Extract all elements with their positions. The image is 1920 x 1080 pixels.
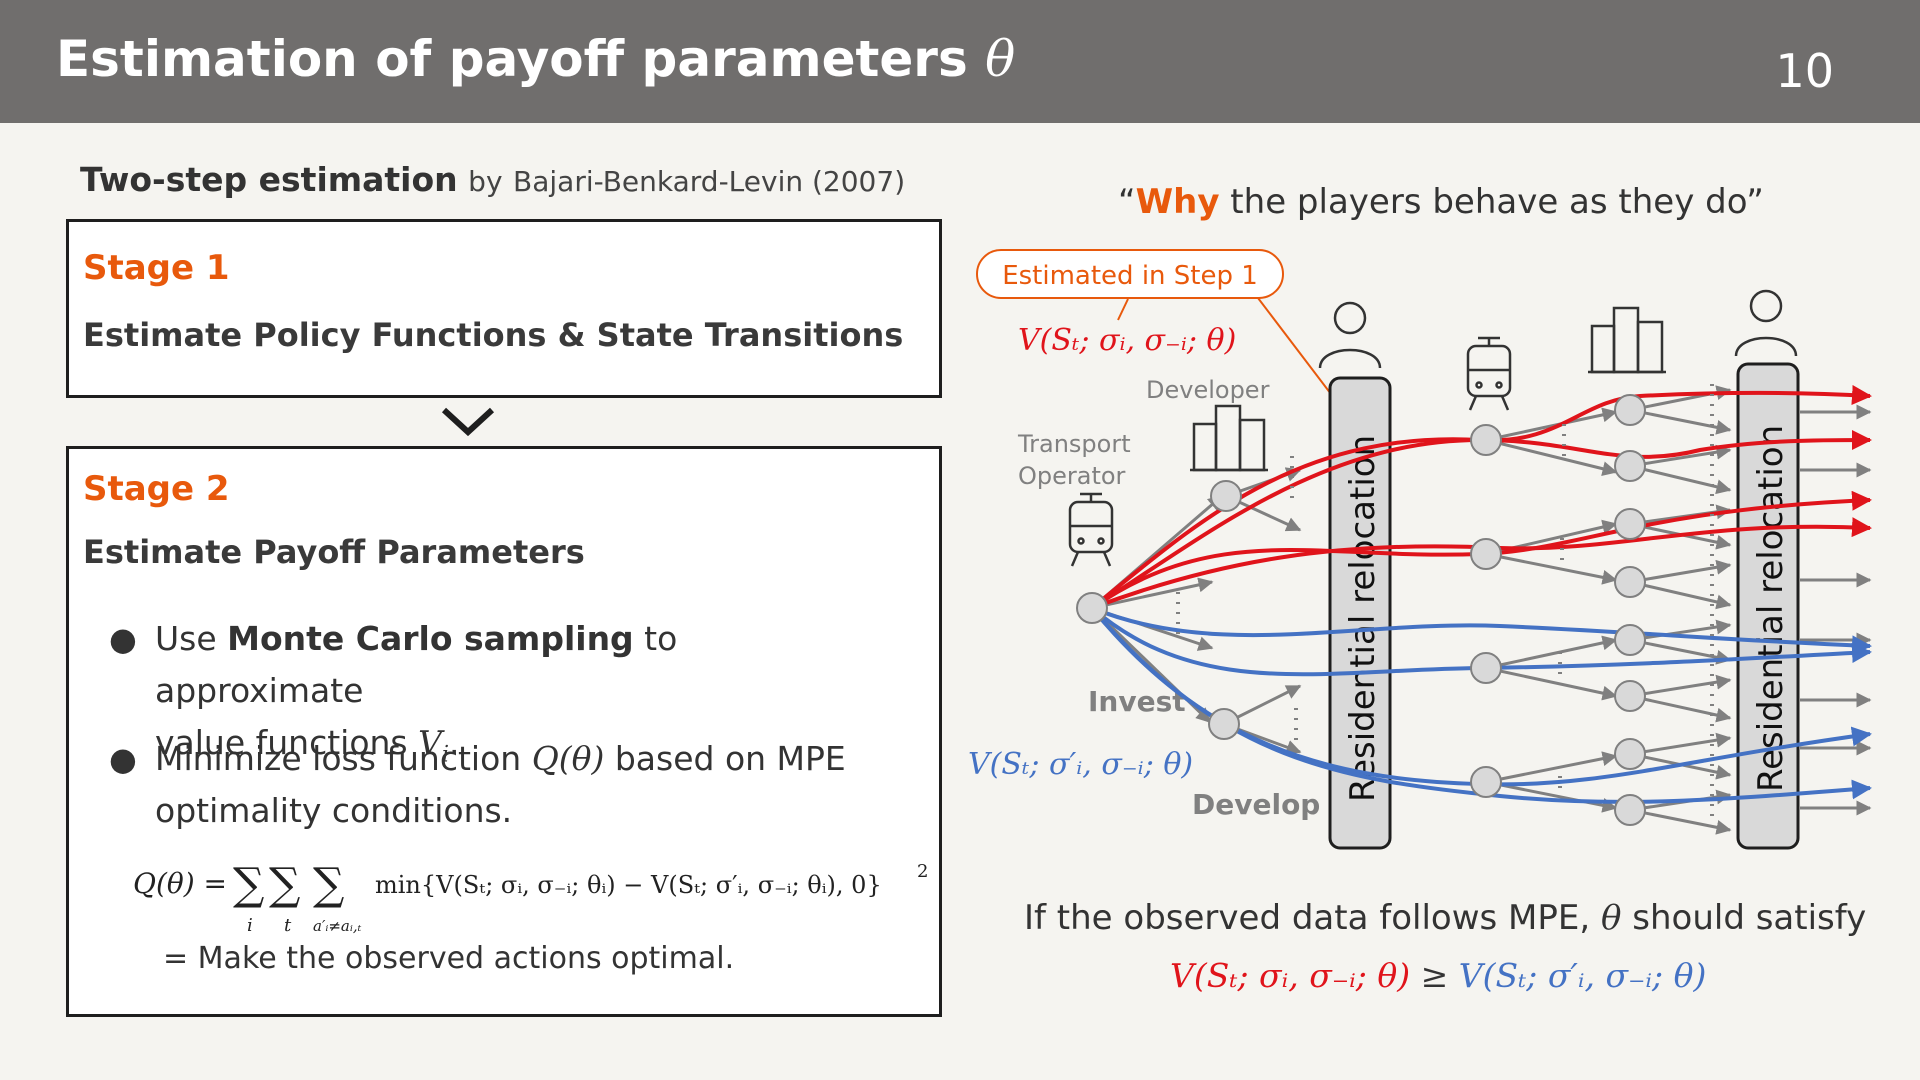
callout-pointer <box>1257 297 1335 399</box>
conclusion-line: If the observed data follows MPE, θ shou… <box>1024 898 1867 938</box>
transport-label: Transport <box>1017 430 1131 458</box>
svg-text:∑: ∑ <box>313 859 344 910</box>
relocation-bar-1 <box>1328 376 1392 850</box>
developer-label: Developer <box>1146 376 1270 404</box>
callout-bubble <box>976 249 1284 299</box>
bullet-dot: ● <box>109 740 137 778</box>
svg-text:i: i <box>247 915 253 936</box>
page-number: 10 <box>1775 44 1834 98</box>
game-tree-diagram: Estimated in Step 1 V(Sₜ; σᵢ, σ₋ᵢ; θ) V(… <box>968 249 1872 850</box>
svg-text:∑: ∑ <box>233 859 264 910</box>
dotted-ellipsis <box>1176 384 1714 820</box>
stage2-box: Stage 2 Estimate Payoff Parameters ● Use… <box>66 446 942 1017</box>
stage1-description: Estimate Policy Functions & State Transi… <box>83 316 904 354</box>
intro-line: Two-step estimation by Bajari-Benkard-Le… <box>80 160 905 199</box>
bullet-dot: ● <box>109 620 137 658</box>
chevron-down-icon <box>441 407 495 437</box>
svg-text:2: 2 <box>917 861 928 882</box>
person-icon <box>1318 301 1382 369</box>
buildings-icon <box>1588 306 1666 374</box>
inequality-operator: ≥ <box>1410 956 1459 995</box>
svg-text:Q(θ) =: Q(θ) = <box>133 867 227 900</box>
buildings-icon <box>1190 404 1268 472</box>
svg-text:∑: ∑ <box>269 859 300 910</box>
callout-pointer <box>1117 298 1129 321</box>
callout-text: Estimated in Step 1 <box>1002 261 1258 291</box>
stage2-label: Stage 2 <box>83 469 230 509</box>
stage1-label: Stage 1 <box>83 248 230 288</box>
inequality-lhs: V(Sₜ; σᵢ, σ₋ᵢ; θ) <box>1170 956 1411 995</box>
train-icon <box>1068 492 1114 567</box>
formula-note: = Make the observed actions optimal. <box>163 941 735 976</box>
citation: Bajari-Benkard-Levin (2007) <box>513 165 906 198</box>
red-value-label: V(Sₜ; σᵢ, σ₋ᵢ; θ) <box>1018 323 1236 358</box>
why-caption: “Why the players behave as they do” <box>1118 182 1764 222</box>
inequality: V(Sₜ; σᵢ, σ₋ᵢ; θ) ≥ V(Sₜ; σ′ᵢ, σ₋ᵢ; θ) <box>1170 956 1706 995</box>
slide-title: Estimation of payoff parameters θ <box>56 30 1016 88</box>
relocation-bar-2 <box>1736 362 1800 850</box>
intro-by: by <box>468 165 503 198</box>
relocation-label-1: Residential relocation <box>1343 435 1383 802</box>
stage2-description: Estimate Payoff Parameters <box>83 533 585 571</box>
person-icon <box>1734 289 1798 357</box>
loss-formula: Q(θ) = ∑ ∑ ∑ i t a′ᵢ≠aᵢ,ₜ min{V(Sₜ; σᵢ, … <box>133 859 928 936</box>
tree-nodes <box>1076 394 1646 826</box>
header-bar: Estimation of payoff parameters θ 10 <box>0 0 1920 123</box>
train-icon <box>1466 336 1512 411</box>
relocation-label-2: Residential relocation <box>1751 425 1791 792</box>
svg-text:a′ᵢ≠aᵢ,ₜ: a′ᵢ≠aᵢ,ₜ <box>313 917 362 935</box>
svg-text:min{V(Sₜ; σᵢ, σ₋ᵢ; θᵢ) − V(Sₜ;: min{V(Sₜ; σᵢ, σ₋ᵢ; θᵢ) − V(Sₜ; σ′ᵢ, σ₋ᵢ;… <box>375 871 882 899</box>
inequality-rhs: V(Sₜ; σ′ᵢ, σ₋ᵢ; θ) <box>1458 956 1707 995</box>
invest-label: Invest <box>1088 685 1186 718</box>
intro-bold: Two-step estimation <box>80 160 458 199</box>
stage1-box: Stage 1 Estimate Policy Functions & Stat… <box>66 219 942 398</box>
transport-label: Operator <box>1018 462 1126 490</box>
blue-value-label: V(Sₜ; σ′ᵢ, σ₋ᵢ; θ) <box>968 747 1193 782</box>
svg-text:t: t <box>284 915 292 936</box>
develop-label: Develop <box>1192 788 1320 821</box>
